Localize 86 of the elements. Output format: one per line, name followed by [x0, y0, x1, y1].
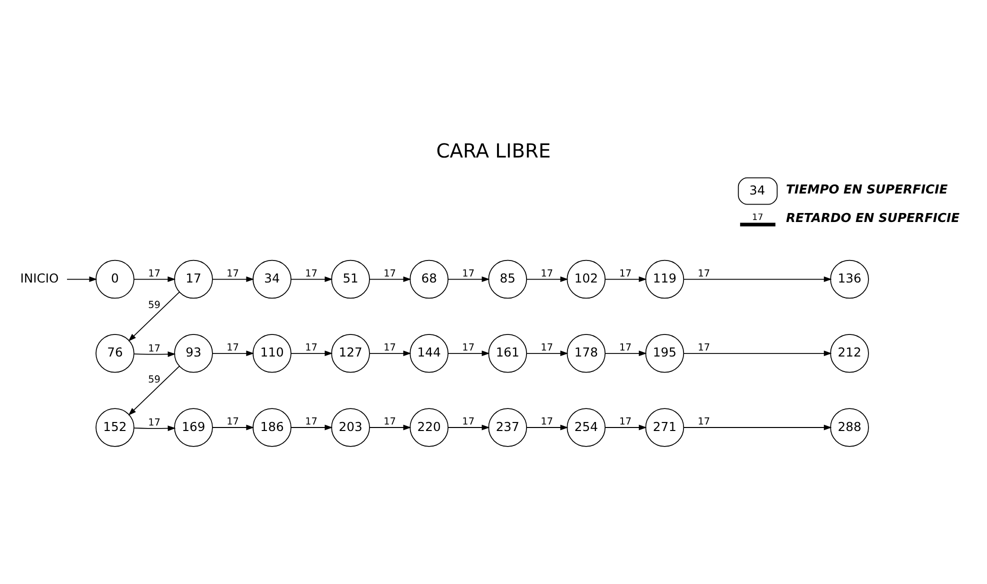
- node-circle: 102: [566, 259, 606, 298]
- arrow: [212, 424, 254, 430]
- arrow: [448, 424, 490, 430]
- node-circle: 254: [566, 408, 606, 446]
- arrow: [683, 424, 832, 430]
- arrow: [683, 276, 832, 282]
- arrow: [369, 424, 412, 430]
- edge-label: 17: [698, 416, 710, 428]
- edge-label: 17: [384, 268, 396, 279]
- edge-label: 17: [462, 416, 475, 428]
- node-circle: 119: [645, 259, 684, 298]
- edge-label: 17: [698, 342, 710, 354]
- node-circle: 203: [331, 408, 370, 446]
- node-circle: 178: [566, 333, 606, 372]
- diagram-title: CARA LIBRE: [436, 139, 551, 162]
- arrow: [290, 276, 333, 282]
- node-circle: 127: [331, 333, 370, 372]
- arrow: [448, 350, 490, 356]
- node-circle: 17: [174, 259, 213, 298]
- node-circle: 271: [645, 408, 684, 446]
- edge-label: 17: [226, 342, 239, 354]
- node-circle: 212: [830, 333, 869, 372]
- edge-label: 17: [619, 342, 632, 354]
- node-circle: 0: [96, 259, 134, 298]
- edge-label: 17: [540, 268, 554, 279]
- node-circle: 34: [252, 259, 292, 298]
- node-circle: 110: [252, 333, 292, 372]
- arrow: [134, 425, 176, 431]
- node-circle: 85: [488, 259, 528, 298]
- node-circle: 51: [331, 259, 370, 298]
- arrow: [134, 350, 176, 356]
- edge-label: 17: [305, 416, 318, 428]
- node-circle: 136: [830, 259, 869, 298]
- node-circle: 237: [488, 408, 528, 446]
- arrow: [604, 424, 647, 430]
- label: 34: [749, 182, 766, 197]
- edge-label: 17: [148, 417, 160, 428]
- node-circle: 68: [410, 259, 448, 298]
- arrow: [369, 276, 412, 282]
- edge-label: 59: [148, 374, 160, 385]
- node-circle: 169: [174, 408, 213, 446]
- edge-label: 17: [619, 416, 632, 428]
- arrow: [604, 350, 647, 356]
- arrow: [448, 276, 490, 282]
- edge-label: 17: [462, 342, 475, 354]
- node-circle: 288: [830, 408, 869, 446]
- arrow: [683, 350, 832, 356]
- edge-label: 17: [148, 268, 160, 279]
- edge-label: 17: [384, 416, 396, 428]
- node-circle: 195: [645, 333, 684, 372]
- arrow: [128, 365, 180, 416]
- node-circle: 144: [410, 333, 448, 372]
- node-circle: 161: [488, 333, 528, 372]
- legend-label: RETARDO EN SUPERFICIE: [786, 210, 960, 225]
- arrow: [66, 276, 98, 282]
- edge-label: 17: [384, 342, 396, 354]
- arrow: [212, 276, 254, 282]
- edge-label: 59: [148, 300, 160, 311]
- arrow: [604, 276, 647, 282]
- arrow: [128, 291, 180, 341]
- arrow: [526, 424, 568, 430]
- node-text: INICIO: [20, 271, 59, 286]
- node-circle: 220: [410, 408, 448, 446]
- arrow: [290, 424, 333, 430]
- edge-label: 17: [305, 268, 318, 279]
- edge-label: 17: [462, 268, 475, 279]
- label: 17: [752, 212, 764, 223]
- node-circle: 186: [252, 408, 292, 446]
- edge-label: 17: [148, 342, 160, 354]
- edge-label: 17: [540, 416, 554, 428]
- arrow: [212, 350, 254, 356]
- edge-label: 17: [226, 416, 239, 428]
- edge-label: 17: [305, 342, 318, 354]
- legend-label: TIEMPO EN SUPERFICIE: [786, 182, 948, 196]
- arrow: [134, 276, 176, 282]
- node-circle: 93: [174, 333, 213, 372]
- edge-label: 17: [540, 342, 554, 354]
- arrow: [369, 350, 412, 356]
- edge-label: 17: [619, 268, 632, 279]
- arrow: [526, 350, 568, 356]
- edge-label: 17: [226, 268, 239, 279]
- arrow: [526, 276, 568, 282]
- node-circle: 76: [96, 333, 134, 372]
- arrow: [290, 350, 333, 356]
- node-circle: 152: [96, 408, 134, 446]
- edge-label: 17: [698, 268, 710, 279]
